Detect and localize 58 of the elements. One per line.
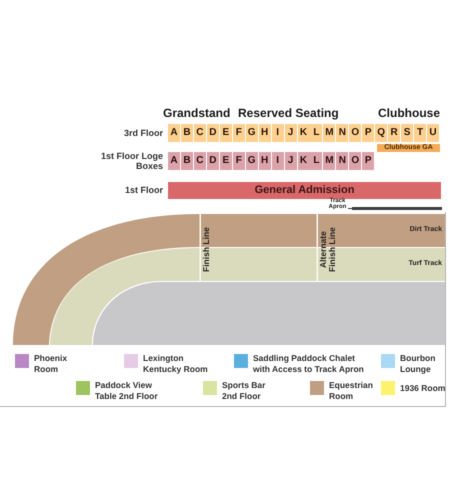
section-heading: Reserved Seating — [238, 106, 339, 120]
track-band — [13, 214, 445, 345]
seat-section: T — [414, 124, 426, 142]
floor-label: 1st Floor Loge Boxes — [100, 151, 163, 171]
seat-section: J — [284, 124, 297, 142]
finish-line-label: Finish Line — [202, 227, 211, 273]
seat-section: S — [401, 124, 414, 142]
seat-section: C — [194, 124, 206, 142]
legend-label: Bourbon Lounge — [400, 353, 436, 375]
seat-section: B — [180, 152, 193, 170]
seat-section: P — [362, 124, 374, 142]
finish-line-label: Alternate Finish Line — [319, 227, 337, 273]
seat-section: F — [232, 124, 245, 142]
legend-label: Paddock View Table 2nd Floor — [95, 380, 159, 402]
floor-label: 1st Floor — [124, 184, 163, 196]
legend-label: Phoenix Room — [34, 353, 68, 375]
seat-section: G — [246, 152, 258, 170]
section-heading: Grandstand — [163, 106, 230, 120]
legend-label: Lexington Kentucky Room — [143, 353, 209, 375]
legend-label: Saddling Paddock Chalet with Access to Track Apron — [253, 353, 365, 375]
seat-section: Q — [375, 124, 388, 142]
seat-section: O — [349, 152, 362, 170]
seat-section: M — [323, 124, 336, 142]
legend-label: Sports Bar 2nd Floor — [222, 380, 266, 402]
seat-section: E — [220, 152, 232, 170]
legend-label: Equestrian Room — [329, 380, 374, 402]
infield-area — [93, 282, 445, 345]
seat-section: C — [194, 152, 206, 170]
seat-section: K — [298, 124, 310, 142]
seat-section: General Admission — [168, 182, 441, 198]
seat-section: D — [206, 152, 219, 170]
seat-section: P — [362, 152, 374, 170]
seat-section: R — [388, 124, 400, 142]
seat-section: N — [336, 124, 348, 142]
seat-section: A — [168, 152, 180, 170]
track-apron-strip — [352, 207, 442, 210]
seat-section: G — [246, 124, 258, 142]
seat-section: H — [258, 152, 271, 170]
seat-section: F — [232, 152, 245, 170]
legend-label: 1936 Room — [400, 383, 446, 394]
seat-section: L — [310, 124, 322, 142]
leader-line — [348, 208, 352, 209]
seat-section: L — [310, 152, 322, 170]
seat-section: N — [336, 152, 348, 170]
seat-section: J — [284, 152, 297, 170]
seat-section: I — [272, 152, 284, 170]
seat-section: E — [220, 124, 232, 142]
seat-section: U — [427, 124, 439, 142]
seat-section: K — [298, 152, 310, 170]
seat-section: I — [272, 124, 284, 142]
seat-section: A — [168, 124, 180, 142]
seat-section: H — [258, 124, 271, 142]
seat-section: D — [206, 124, 219, 142]
seat-section: B — [180, 124, 193, 142]
seat-section: M — [323, 152, 336, 170]
floor-label: 3rd Floor — [122, 128, 163, 138]
section-heading: Clubhouse — [378, 106, 440, 120]
seat-section: O — [349, 124, 362, 142]
